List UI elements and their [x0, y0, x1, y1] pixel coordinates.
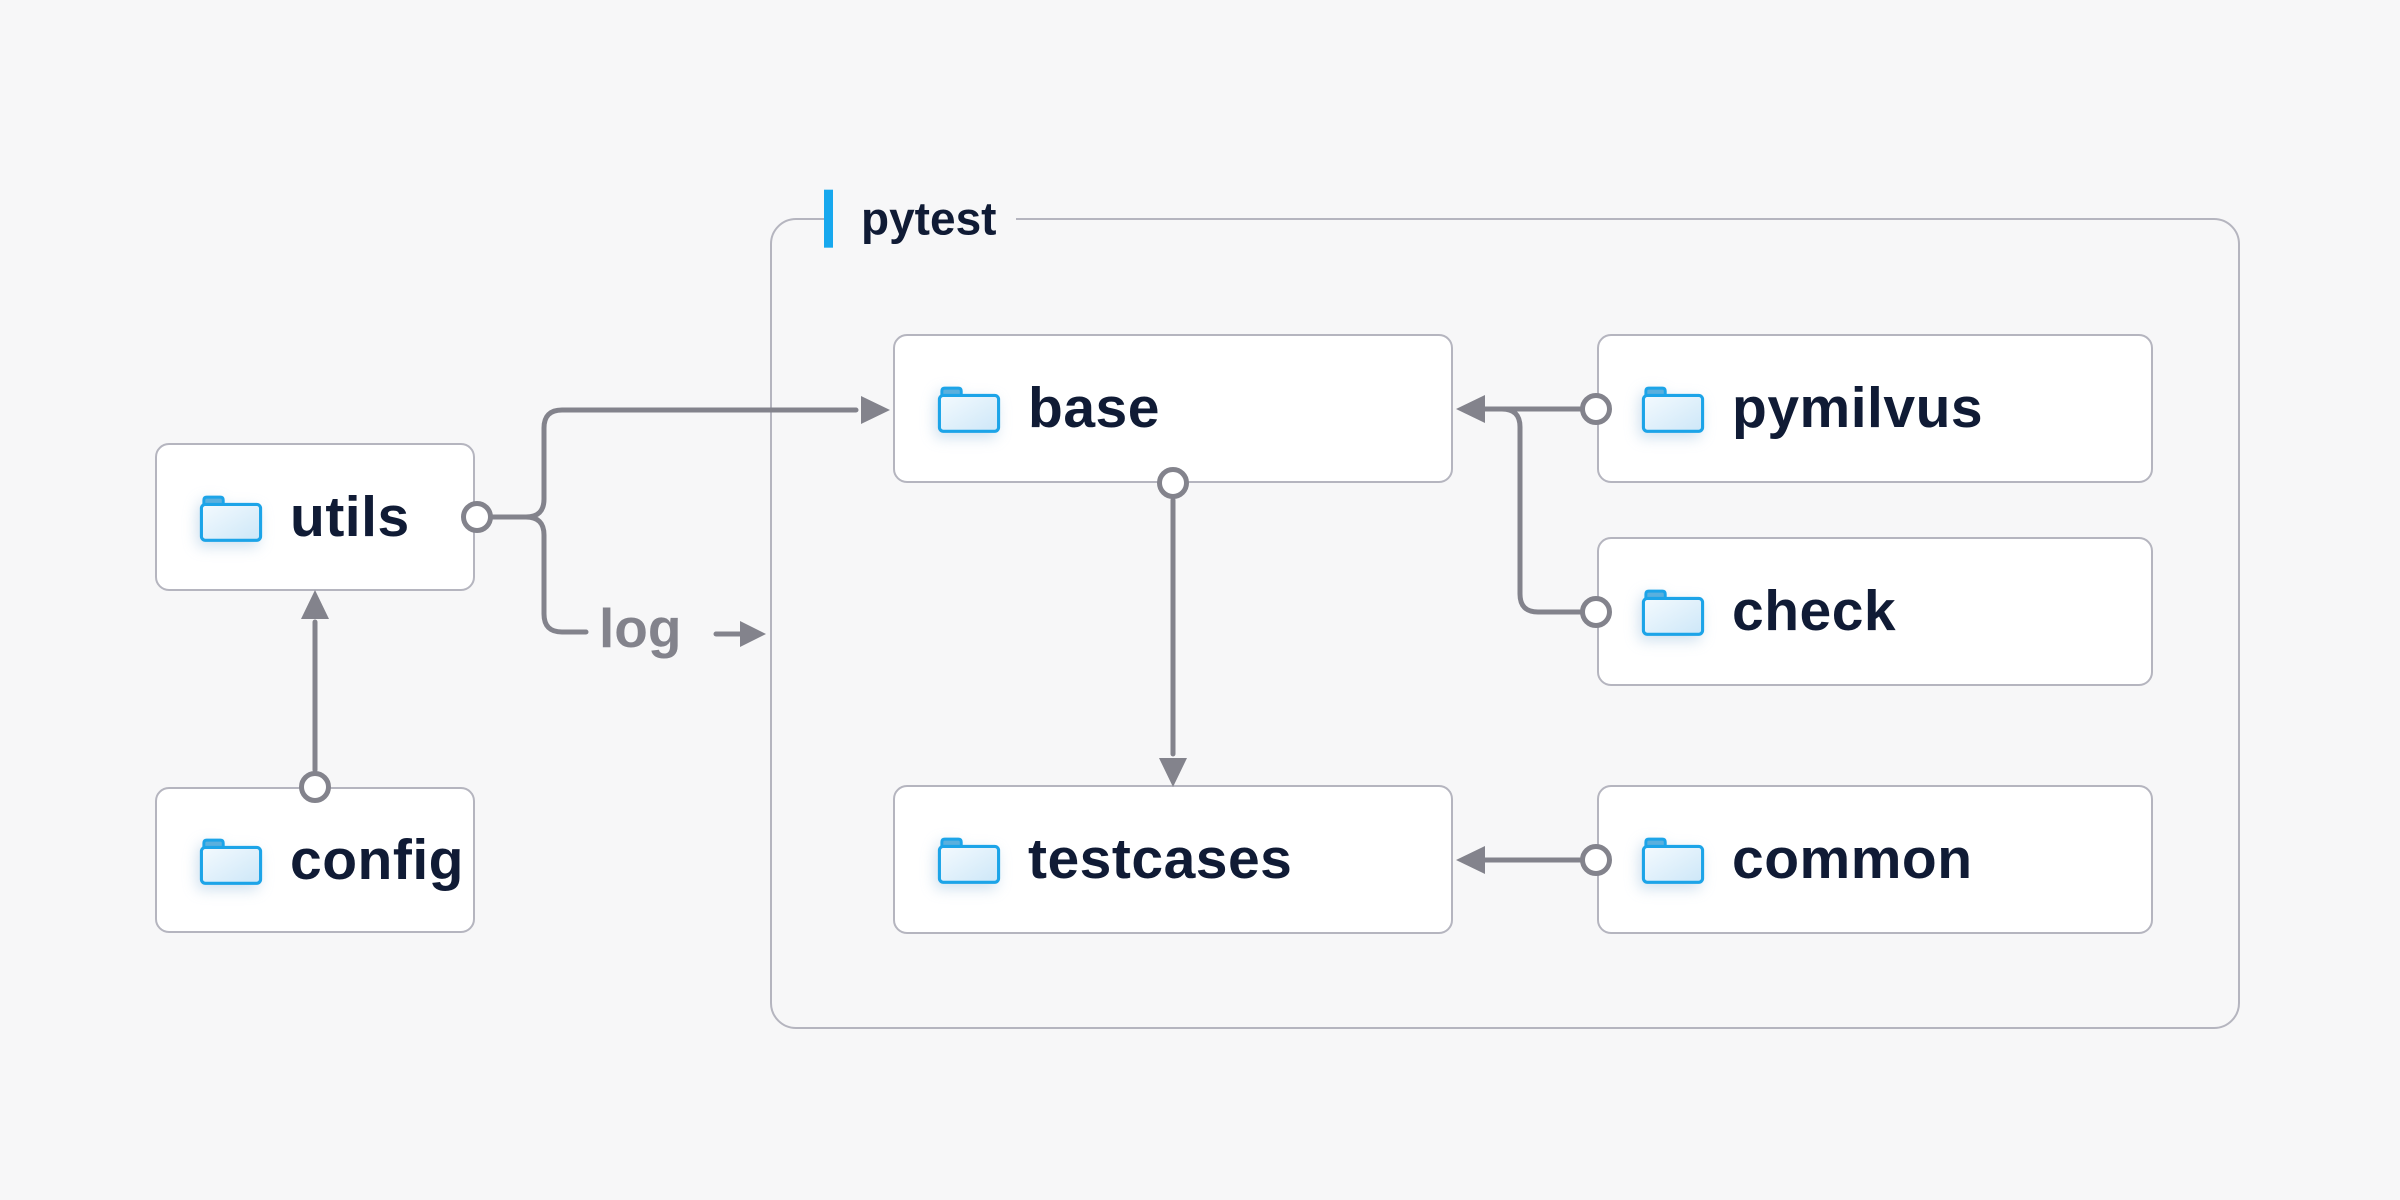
- node-common: common: [1597, 785, 2153, 934]
- node-label: pymilvus: [1732, 376, 1984, 440]
- node-base: base: [893, 334, 1453, 483]
- node-label: check: [1732, 579, 1897, 643]
- node-label: config: [290, 827, 464, 892]
- accent-bar: [824, 189, 833, 248]
- arrowhead-into-utils: [301, 590, 329, 619]
- group-label-text: pytest: [861, 192, 997, 245]
- pytest-group: pytest: [770, 185, 2240, 1029]
- node-testcases: testcases: [893, 785, 1453, 934]
- node-label: testcases: [1028, 827, 1293, 891]
- folder-icon: [199, 495, 263, 542]
- arrowhead-log: [740, 621, 766, 647]
- edge-label-log: log: [599, 597, 682, 659]
- folder-icon: [937, 837, 1001, 884]
- node-utils: utils: [155, 443, 475, 591]
- folder-icon: [199, 838, 263, 885]
- node-pymilvus: pymilvus: [1597, 334, 2153, 483]
- node-check: check: [1597, 537, 2153, 686]
- folder-icon: [937, 386, 1001, 433]
- pytest-group-label: pytest: [824, 185, 1017, 252]
- node-label: utils: [290, 484, 410, 549]
- node-label: base: [1028, 376, 1160, 440]
- folder-icon: [1641, 837, 1705, 884]
- node-label: common: [1732, 827, 1973, 891]
- folder-icon: [1641, 386, 1705, 433]
- node-config: config: [155, 787, 475, 933]
- folder-icon: [1641, 589, 1705, 636]
- edge-utils-log: [523, 514, 589, 635]
